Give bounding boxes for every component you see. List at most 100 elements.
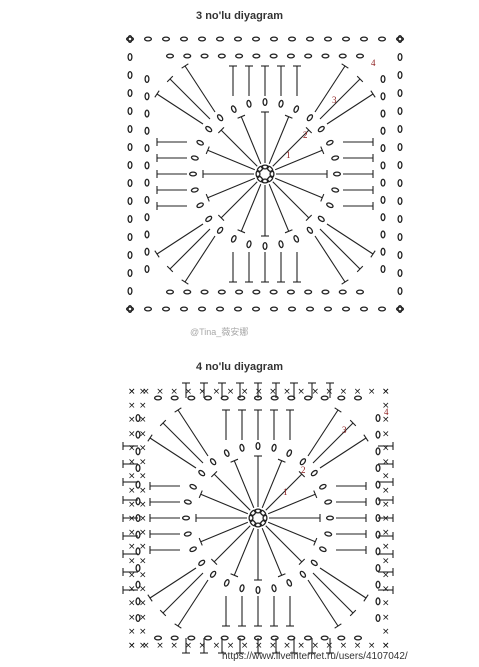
d1-round-4-label: 4 [371, 58, 376, 68]
chain-stitch-symbol [215, 36, 225, 42]
stitch-top-bar [334, 407, 342, 413]
single-crochet-symbol: × [382, 458, 390, 468]
chain-stitch-symbol [259, 519, 267, 527]
chain-stitch-symbol [305, 36, 315, 42]
treble-stitch-symbol [268, 183, 290, 232]
chain-stitch-symbol [338, 289, 347, 295]
single-crochet-symbol: × [184, 387, 192, 397]
single-crochet-symbol: × [368, 641, 376, 651]
treble-stitch-symbol [156, 223, 204, 255]
stitch-top-bar [166, 265, 174, 273]
chain-stitch-symbol [359, 306, 369, 312]
stitch-top-bar [356, 265, 364, 273]
chain-stitch-symbol [189, 546, 197, 553]
chain-stitch-symbol [397, 88, 403, 98]
chain-stitch-symbol [287, 306, 297, 312]
single-crochet-symbol: × [128, 627, 136, 637]
single-crochet-symbol: × [170, 641, 178, 651]
single-crochet-symbol: × [354, 387, 362, 397]
chain-stitch-symbol [127, 304, 133, 314]
chain-stitch-symbol [255, 169, 261, 179]
chain-stitch-symbol [278, 99, 284, 108]
chain-stitch-symbol [355, 289, 365, 295]
chain-stitch-symbol [397, 250, 403, 260]
chain-stitch-symbol [249, 519, 257, 527]
chain-stitch-symbol [203, 395, 213, 401]
chain-stitch-symbol [205, 215, 213, 223]
treble-stitch-symbol [207, 149, 256, 171]
chain-stitch-symbol [188, 171, 198, 177]
chain-stitch-symbol [256, 165, 264, 173]
chain-stitch-symbol [165, 53, 175, 59]
chain-stitch-symbol [127, 124, 133, 134]
chain-stitch-symbol [220, 635, 229, 641]
chain-stitch-symbol [127, 70, 133, 80]
chain-stitch-symbol [319, 546, 327, 553]
stitch-top-bar [370, 90, 376, 98]
d1-round-3-label: 3 [332, 95, 337, 105]
chain-stitch-symbol [233, 306, 243, 312]
chain-stitch-symbol [377, 306, 387, 312]
chain-stitch-symbol [331, 187, 340, 193]
chain-stitch-symbol [135, 530, 141, 539]
chain-stitch-symbol [317, 215, 325, 223]
chain-stitch-symbol [395, 36, 405, 42]
single-crochet-symbol: × [227, 641, 235, 651]
single-crochet-symbol: × [382, 599, 390, 609]
chain-stitch-symbol [260, 164, 270, 170]
chain-stitch-symbol [377, 36, 387, 42]
chain-stitch-symbol [125, 36, 135, 42]
stitch-top-bar [341, 63, 349, 69]
chain-stitch-symbol [161, 306, 171, 312]
chain-stitch-symbol [375, 597, 381, 606]
stitch-top-bar [210, 558, 218, 566]
single-crochet-symbol: × [382, 641, 390, 651]
single-crochet-symbol: × [128, 514, 136, 524]
stitch-top-bar [277, 458, 286, 463]
chain-stitch-symbol [259, 509, 267, 517]
chain-stitch-symbol [127, 286, 133, 296]
treble-stitch-symbol [184, 235, 216, 283]
chain-stitch-symbol [170, 395, 179, 401]
chain-stitch-symbol [270, 635, 279, 641]
chain-stitch-symbol [324, 499, 333, 505]
chain-stitch-symbol [304, 53, 313, 59]
stitch-top-bar [230, 573, 239, 578]
single-crochet-symbol: × [255, 387, 263, 397]
single-crochet-symbol: × [297, 387, 305, 397]
treble-stitch-symbol [261, 527, 283, 576]
chain-stitch-symbol [269, 53, 278, 59]
chain-stitch-symbol [271, 584, 277, 593]
single-crochet-symbol: × [340, 641, 348, 651]
single-crochet-symbol: × [128, 641, 136, 651]
single-crochet-symbol: × [139, 613, 147, 623]
single-crochet-symbol: × [382, 641, 390, 651]
single-crochet-symbol: × [199, 387, 207, 397]
chain-stitch-symbol [375, 547, 381, 556]
chain-stitch-symbol [341, 36, 351, 42]
chain-stitch-symbol [380, 92, 386, 101]
source-url: https://www.liveinternet.ru/users/410704… [222, 651, 408, 662]
chain-stitch-symbol [375, 497, 381, 506]
chain-stitch-symbol [196, 139, 204, 146]
chain-stitch-symbol [198, 559, 206, 567]
chain-stitch-symbol [248, 513, 254, 523]
chain-stitch-symbol [287, 635, 296, 641]
chain-stitch-symbol [286, 449, 293, 457]
single-crochet-symbol: × [128, 599, 136, 609]
single-crochet-symbol: × [139, 500, 147, 510]
chain-stitch-symbol [397, 304, 403, 314]
chain-stitch-symbol [216, 114, 224, 122]
chain-stitch-symbol [270, 395, 279, 401]
stitch-top-bar [356, 75, 364, 83]
single-crochet-symbol: × [128, 641, 136, 651]
chain-stitch-symbol [286, 53, 295, 59]
chain-stitch-symbol [375, 413, 381, 423]
chain-stitch-symbol [380, 178, 386, 187]
treble-stitch-symbol [312, 422, 354, 464]
chain-stitch-symbol [380, 144, 386, 153]
d2-round-3-label: 3 [342, 425, 347, 435]
stitch-top-bar [363, 434, 369, 442]
stitch-top-bar [313, 537, 318, 546]
single-crochet-symbol: × [139, 486, 147, 496]
